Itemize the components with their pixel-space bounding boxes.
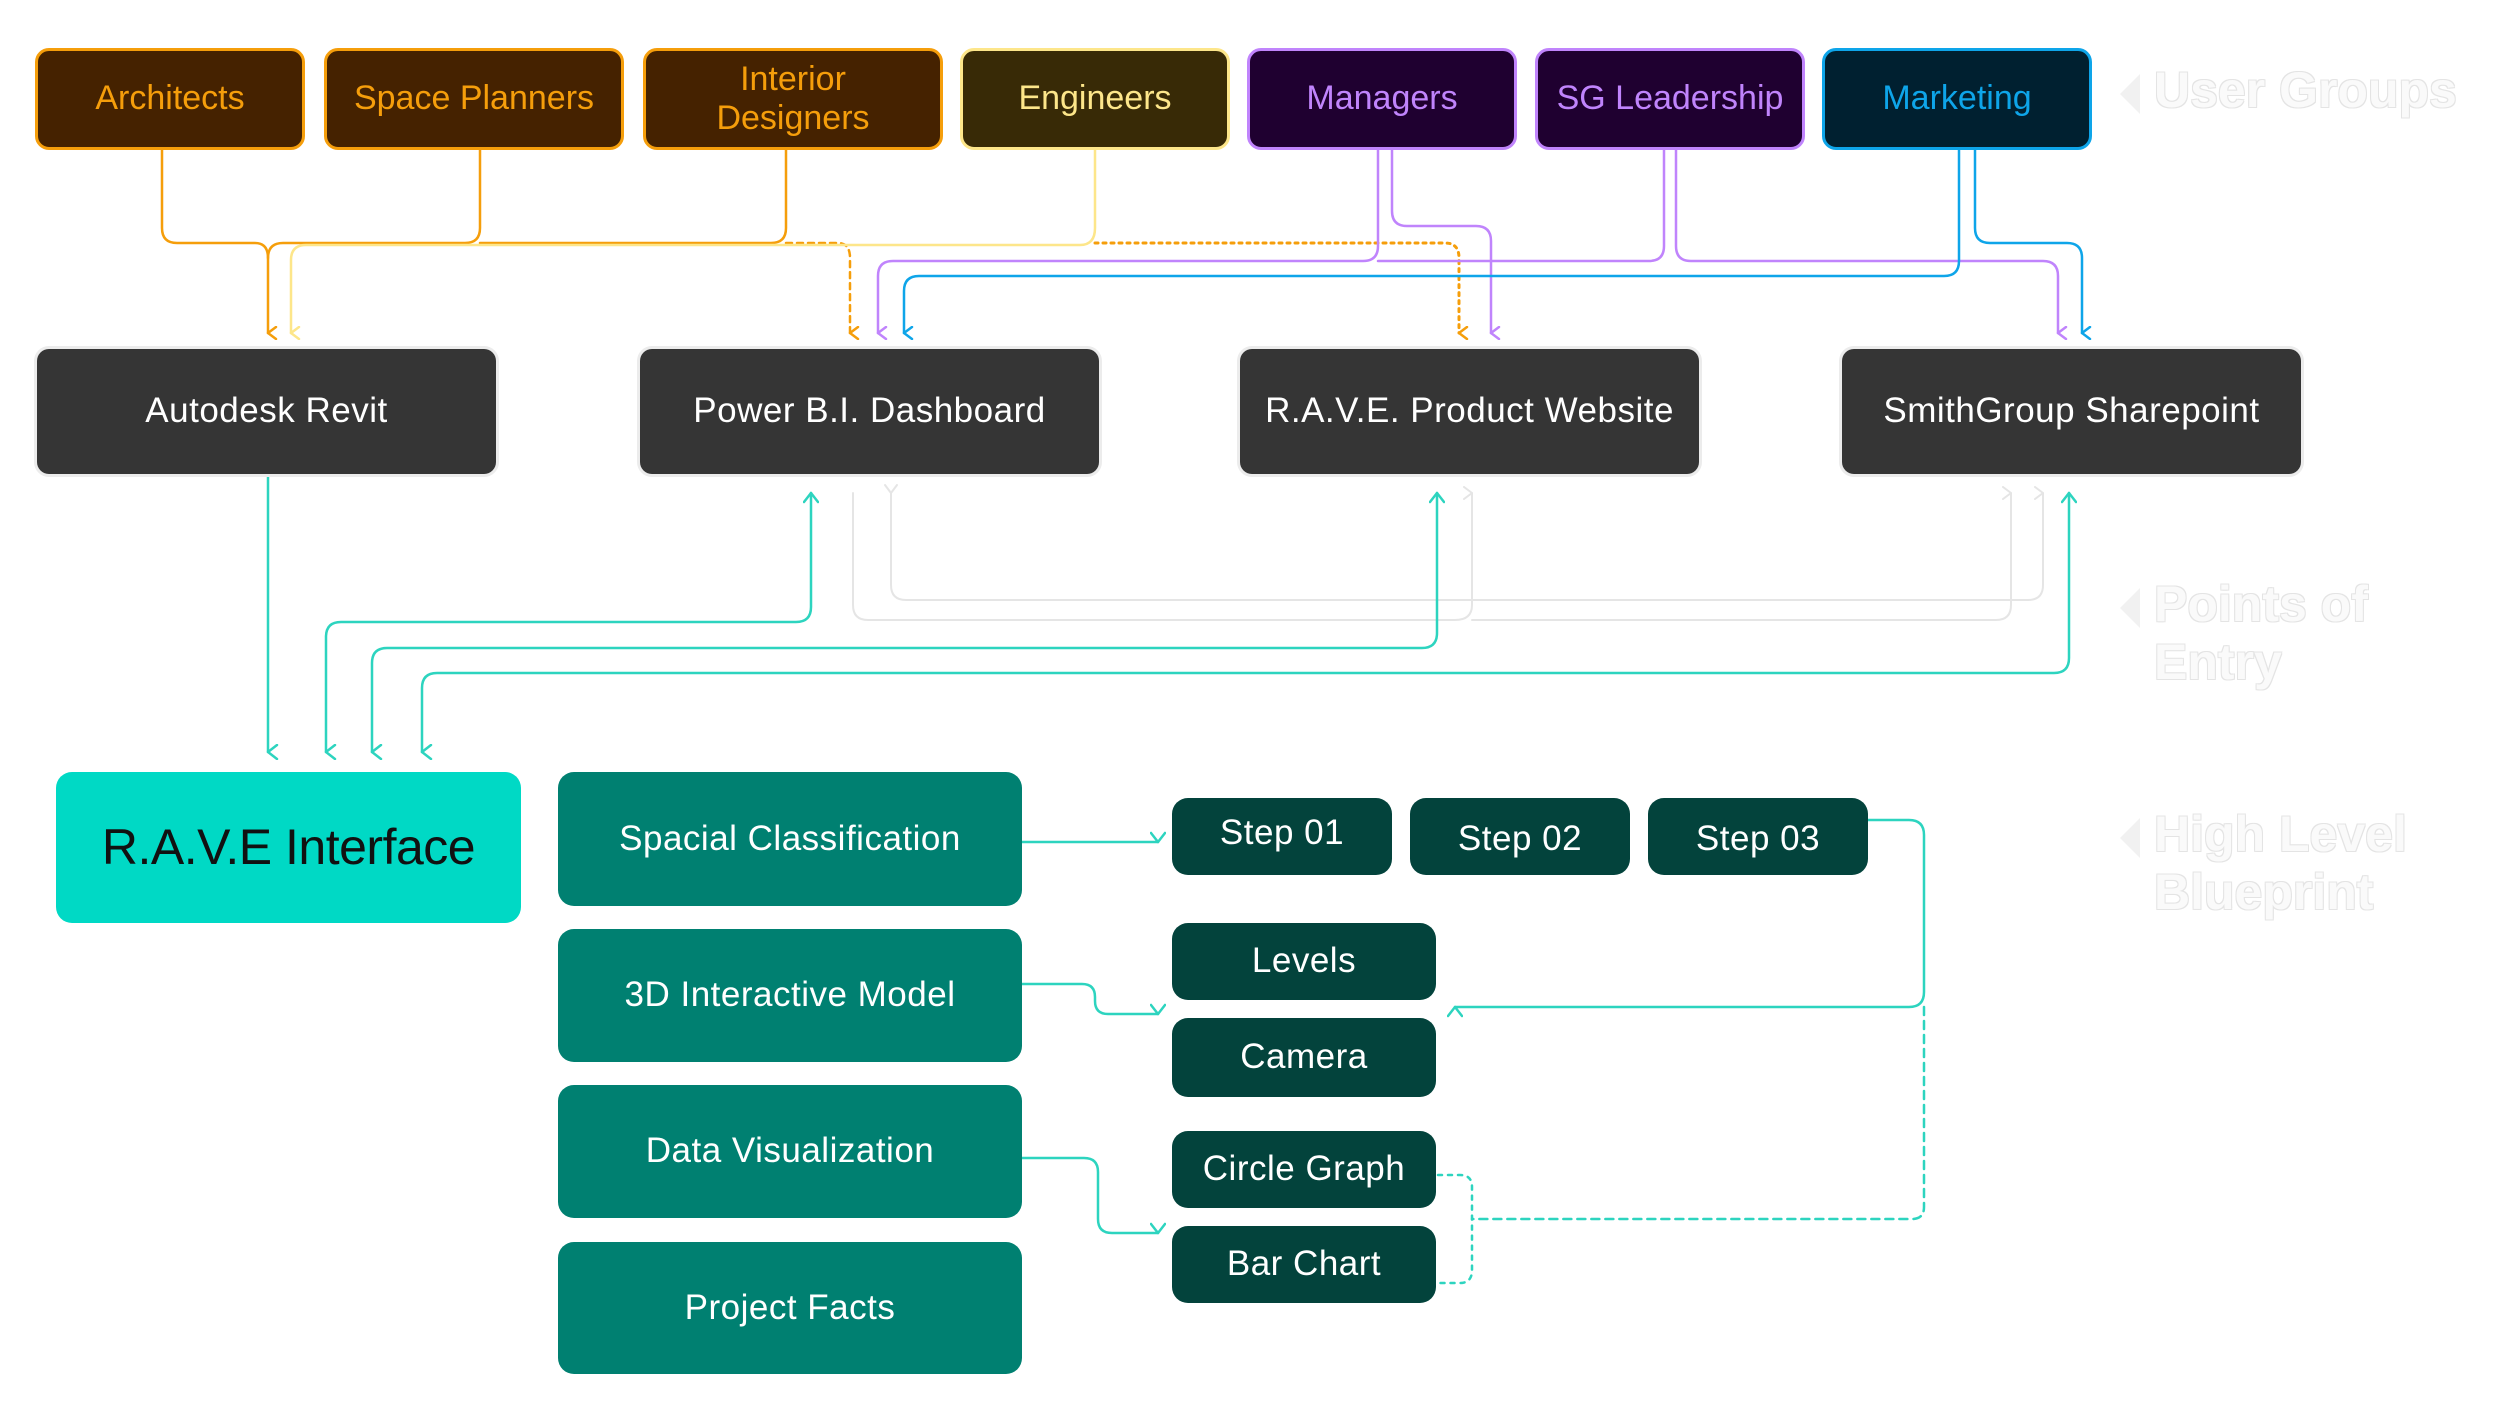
section-label-points-of-entry: Points of Entry [2120, 576, 2400, 691]
connector-managers-powerbi [876, 148, 1380, 333]
connector-faint-1 [852, 486, 1473, 621]
caret-left-icon [2120, 74, 2140, 114]
entry-label: Power B.I. Dashboard [693, 391, 1046, 431]
viz-item-label: Bar Chart [1226, 1244, 1382, 1284]
connector-managers-website [1390, 148, 1491, 333]
connector-spaceplanners-revit [266, 148, 482, 260]
user-group-label: SG Leadership [1556, 79, 1784, 118]
connector-dataviz-charts [1020, 1156, 1158, 1235]
section-label-user-groups: User Groups [2120, 62, 2457, 120]
model-item-label: Levels [1251, 941, 1357, 981]
connector-engineers-revit [289, 148, 1097, 333]
connector-marketing-powerbi [902, 148, 1961, 333]
user-group-engineers[interactable]: Engineers [960, 48, 1230, 150]
user-group-label: Engineers [1018, 79, 1172, 118]
step-label: Step 01 [1219, 813, 1345, 853]
feature-3d-interactive-model[interactable]: 3D Interactive Model [558, 929, 1022, 1062]
viz-bar-chart[interactable]: Bar Chart [1172, 1226, 1436, 1303]
feature-label: Project Facts [684, 1287, 896, 1327]
user-group-managers[interactable]: Managers [1247, 48, 1517, 150]
entry-label: Autodesk Revit [145, 391, 388, 431]
connector-sgleadership-sharepoint [1674, 148, 2058, 333]
rave-interface-label: R.A.V.E Interface [101, 818, 476, 875]
step-03[interactable]: Step 03 [1648, 798, 1868, 875]
step-label: Step 03 [1695, 819, 1821, 859]
connector-charts-dashed [1470, 1005, 1926, 1221]
caret-left-icon [2120, 588, 2140, 628]
user-group-architects[interactable]: Architects [35, 48, 305, 150]
step-label: Step 02 [1457, 819, 1583, 859]
connector-circle-dashed [1436, 1173, 1474, 1285]
entry-label: R.A.V.E. Product Website [1265, 391, 1674, 431]
user-group-interior-designers[interactable]: Interior Designers [643, 48, 943, 150]
connector-marketing-sharepoint [1973, 148, 2082, 333]
feature-spacial-classification[interactable]: Spacial Classification [558, 772, 1022, 906]
model-item-label: Camera [1240, 1037, 1368, 1077]
user-group-label: Space Planners [353, 79, 595, 118]
connector-interiordesigners-revit [478, 148, 788, 245]
user-group-sg-leadership[interactable]: SG Leadership [1535, 48, 1805, 150]
step-01[interactable]: Step 01 [1172, 798, 1392, 875]
model-levels[interactable]: Levels [1172, 923, 1436, 1000]
connector-sgleadership-powerbi [1376, 148, 1666, 263]
feature-project-facts[interactable]: Project Facts [558, 1242, 1022, 1374]
connector-model-levels [1020, 982, 1158, 1016]
connector-sharepoint-rave [420, 491, 2069, 752]
connector-architects-revit [160, 148, 268, 333]
viz-item-label: Circle Graph [1202, 1149, 1406, 1189]
user-group-space-planners[interactable]: Space Planners [324, 48, 624, 150]
user-group-label: Marketing [1882, 79, 2032, 118]
caret-left-icon [2120, 818, 2140, 858]
user-group-label: Managers [1306, 79, 1458, 118]
connector-engineers-website [1093, 241, 1459, 333]
entry-label: SmithGroup Sharepoint [1883, 391, 2260, 431]
feature-label: 3D Interactive Model [624, 975, 956, 1015]
entry-smithgroup-sharepoint[interactable]: SmithGroup Sharepoint [1842, 349, 2301, 474]
feature-data-visualization[interactable]: Data Visualization [558, 1085, 1022, 1218]
step-02[interactable]: Step 02 [1410, 798, 1630, 875]
user-group-label: Interior Designers [716, 59, 870, 137]
user-group-label: Architects [95, 79, 245, 118]
rave-interface[interactable]: R.A.V.E Interface [56, 772, 521, 923]
section-label-blueprint: High Level Blueprint [2120, 806, 2420, 921]
model-camera[interactable]: Camera [1172, 1018, 1436, 1097]
entry-rave-product-website[interactable]: R.A.V.E. Product Website [1240, 349, 1699, 474]
user-group-marketing[interactable]: Marketing [1822, 48, 2092, 150]
feature-label: Spacial Classification [619, 818, 961, 858]
entry-autodesk-revit[interactable]: Autodesk Revit [37, 349, 496, 474]
connector-faint-3 [1471, 486, 2012, 621]
connector-interiordesigners-powerbi [784, 241, 850, 333]
connector-website-rave [370, 491, 1437, 752]
connector-powerbi-rave [324, 491, 811, 752]
connector-faint-2 [890, 486, 2044, 601]
viz-circle-graph[interactable]: Circle Graph [1172, 1131, 1436, 1208]
entry-power-bi-dashboard[interactable]: Power B.I. Dashboard [640, 349, 1099, 474]
feature-label: Data Visualization [645, 1131, 935, 1171]
